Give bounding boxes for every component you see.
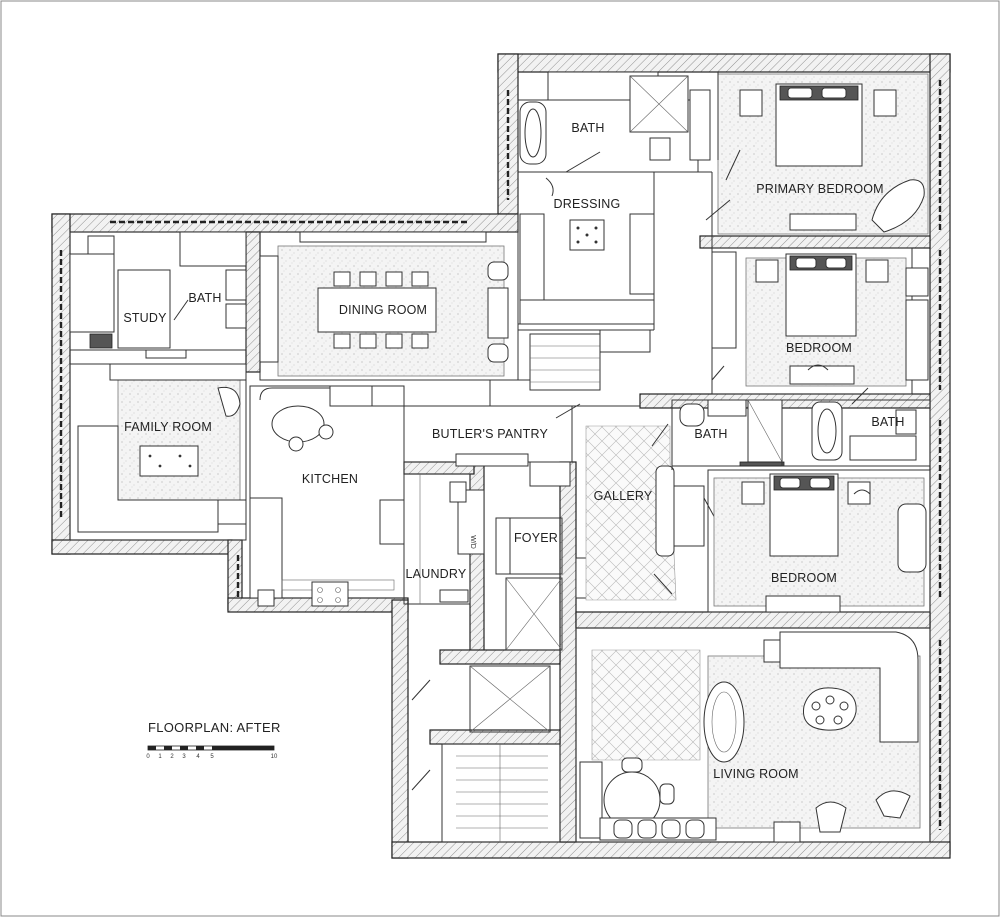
plan-title: FLOORPLAN: AFTER	[148, 720, 281, 735]
butlers-pantry-fixtures	[403, 403, 581, 487]
scale-tick-label: 4	[196, 754, 200, 760]
room-label-bath-center: BATH	[694, 427, 727, 441]
laundry-fixtures	[403, 473, 485, 605]
stair-core	[411, 665, 561, 843]
living-room-furniture	[575, 627, 931, 843]
scale-bar: 0 1 2 3 4 5 10	[146, 745, 278, 760]
partitions	[489, 171, 713, 470]
room-label-dining-room: DINING ROOM	[339, 303, 427, 317]
room-label-primary-bedroom: PRIMARY BEDROOM	[756, 182, 884, 196]
room-label-study: STUDY	[123, 311, 167, 325]
room-label-bath-top: BATH	[571, 121, 604, 135]
bedroom-2-furniture	[707, 469, 931, 613]
room-label-foyer: FOYER	[514, 531, 558, 545]
room-label-dressing: DRESSING	[554, 197, 621, 211]
bath-center-fixtures	[671, 399, 785, 467]
bath-top-fixtures	[517, 71, 711, 173]
room-label-bedroom-2: BEDROOM	[771, 571, 837, 585]
gallery-floor	[585, 423, 717, 601]
family-room-furniture	[69, 363, 247, 541]
primary-bedroom-furniture	[705, 72, 929, 235]
room-label-family-room: FAMILY ROOM	[124, 420, 212, 434]
room-label-bath-study: BATH	[188, 291, 221, 305]
interior-stairs	[529, 329, 651, 391]
plan-title-block: FLOORPLAN: AFTER 0 1 2 3 4 5 10	[146, 720, 280, 760]
study-furniture	[69, 231, 247, 359]
room-label-bath-right: BATH	[871, 415, 904, 429]
room-label-kitchen: KITCHEN	[302, 472, 358, 486]
room-label-butlers-pantry: BUTLER'S PANTRY	[432, 427, 549, 441]
room-label-laundry: LAUNDRY	[406, 567, 467, 581]
dining-furniture	[259, 231, 519, 381]
kitchen-furniture	[249, 385, 405, 607]
room-labels: BATH PRIMARY BEDROOM DRESSING STUDY BATH…	[123, 121, 904, 781]
scale-tick-label: 1	[158, 754, 162, 760]
scale-tick-label: 5	[210, 754, 214, 760]
scale-tick-label: 0	[146, 754, 150, 760]
bath-right-fixtures	[781, 387, 931, 467]
bedroom-1-furniture	[711, 247, 929, 395]
scale-tick-label: 2	[170, 754, 174, 760]
washer-dryer-label: W/D	[469, 535, 476, 549]
windows	[59, 80, 942, 830]
scale-tick-label: 10	[271, 754, 278, 760]
room-label-bedroom-1: BEDROOM	[786, 341, 852, 355]
scale-tick-label: 3	[182, 754, 186, 760]
room-label-living-room: LIVING ROOM	[713, 767, 799, 781]
room-label-gallery: GALLERY	[594, 489, 653, 503]
dressing-furniture	[517, 171, 655, 325]
